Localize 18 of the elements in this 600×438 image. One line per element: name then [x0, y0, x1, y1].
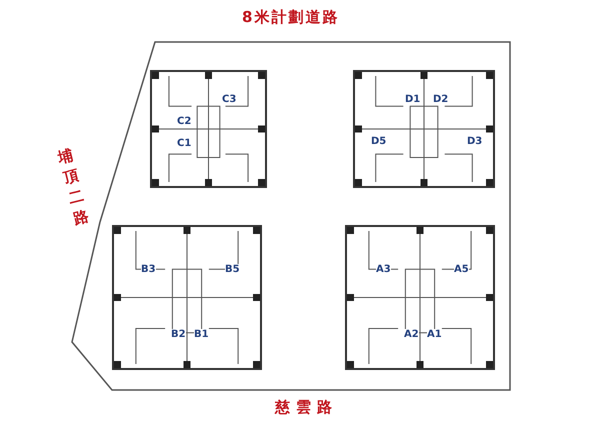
unit-label: B2 — [171, 329, 186, 340]
road-name: 慈雲路 — [275, 398, 338, 417]
unit-label: C3 — [222, 94, 236, 105]
unit-label: A3 — [376, 264, 391, 275]
road-name: 埔頂二路 — [56, 144, 92, 230]
unit-label: B5 — [225, 264, 240, 275]
road-name: 8米計劃道路 — [242, 8, 340, 27]
unit-label: A1 — [427, 329, 442, 340]
unit-label: A5 — [454, 264, 469, 275]
unit-label: A2 — [404, 329, 419, 340]
unit-label: D5 — [371, 136, 386, 147]
unit-label: D3 — [467, 136, 482, 147]
unit-label: B3 — [141, 264, 156, 275]
unit-label: C1 — [177, 138, 192, 149]
unit-label: B1 — [194, 329, 209, 340]
unit-label: C2 — [177, 116, 192, 127]
unit-label: D2 — [433, 94, 448, 105]
unit-label: D1 — [405, 94, 420, 105]
